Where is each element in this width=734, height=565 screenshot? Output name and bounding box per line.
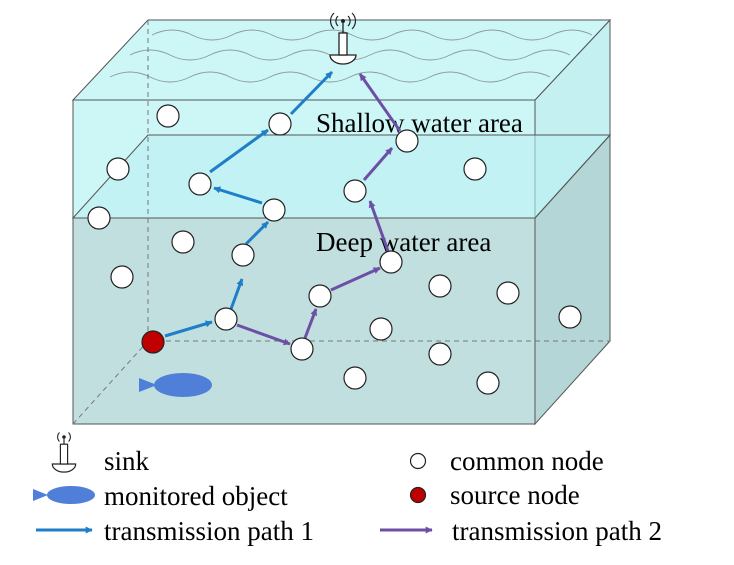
fish-icon	[139, 373, 212, 397]
path1-segment	[229, 278, 244, 310]
common-node	[87, 206, 111, 230]
legend-path1-label: transmission path 1	[104, 516, 314, 546]
buoy-antenna-icon	[329, 12, 357, 65]
common-node	[496, 281, 520, 305]
common-node	[188, 172, 212, 196]
path1-segment	[164, 320, 213, 338]
common-node	[214, 307, 238, 331]
deep-water-front	[72, 217, 536, 425]
path2-segment	[362, 147, 394, 181]
legend-sink-icon	[51, 432, 77, 473]
common-nodes	[87, 104, 582, 395]
path1-segment	[213, 186, 263, 205]
common-node	[476, 371, 500, 395]
legend-common-node-marker	[409, 452, 427, 470]
common-node	[290, 337, 314, 361]
common-node	[268, 112, 292, 136]
path2-segment	[358, 73, 402, 132]
path2-segment	[303, 308, 318, 339]
shallow-water-label: Shallow water area	[316, 108, 523, 138]
legend-common-node-label: common node	[450, 446, 604, 476]
common-node	[156, 104, 180, 128]
legend-sink-label: sink	[104, 446, 150, 476]
path1-segment	[289, 70, 334, 116]
transmission-path-2	[236, 73, 402, 346]
common-node	[343, 179, 367, 203]
legend-fish-icon	[33, 486, 95, 504]
legend: sink common node monitored object source…	[33, 432, 662, 546]
common-node	[110, 265, 134, 289]
path2-segment	[368, 200, 390, 252]
path2-segment	[330, 266, 381, 292]
common-node	[343, 366, 367, 390]
path2-segment	[236, 323, 291, 346]
path1-segment	[209, 128, 269, 174]
common-node	[308, 284, 332, 308]
common-node	[395, 129, 419, 153]
transmission-path-1	[164, 70, 334, 338]
common-node	[106, 157, 130, 181]
path1-segment	[244, 220, 270, 246]
legend-source-node-marker	[409, 486, 427, 504]
common-node	[428, 342, 452, 366]
common-node	[428, 274, 452, 298]
legend-monitored-object-label: monitored object	[104, 481, 288, 511]
common-node	[463, 157, 487, 181]
legend-path2-label: transmission path 2	[452, 516, 662, 546]
deep-water-label: Deep water area	[316, 227, 491, 257]
common-node	[171, 230, 195, 254]
common-node	[369, 317, 393, 341]
legend-source-node-label: source node	[450, 480, 580, 510]
common-node	[262, 198, 286, 222]
common-node	[379, 250, 403, 274]
common-node	[558, 305, 582, 329]
hidden-edges	[72, 20, 610, 425]
layer-boundary	[71, 134, 612, 219]
source-node	[141, 330, 165, 354]
common-node	[231, 243, 255, 267]
water-box	[71, 18, 612, 426]
